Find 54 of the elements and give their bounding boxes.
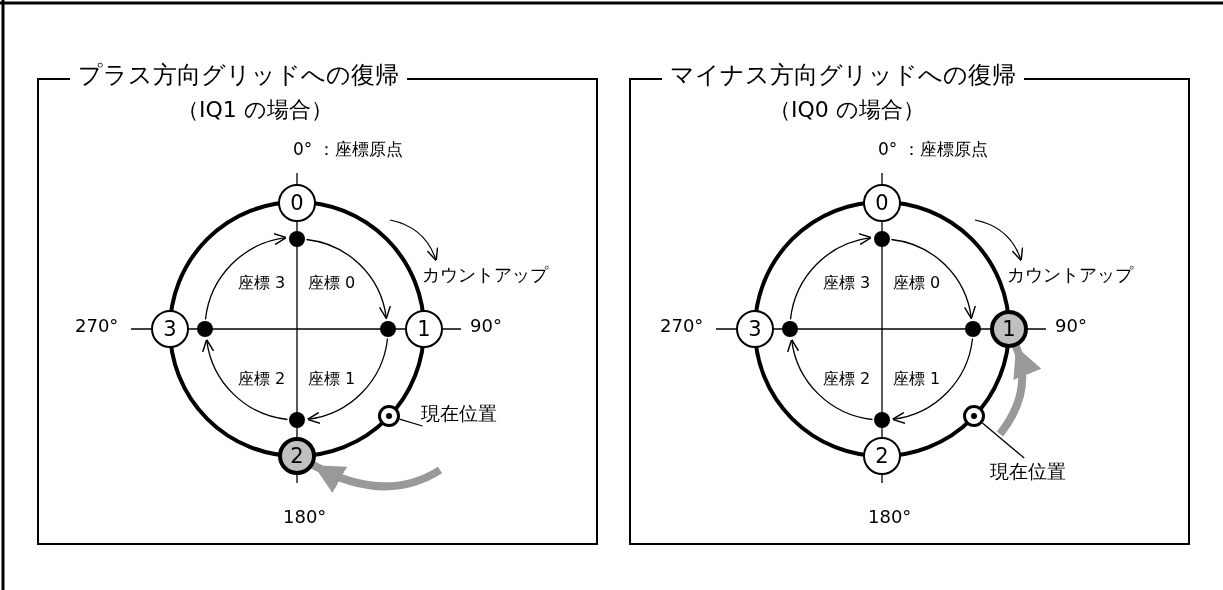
coordinate-label: 座標 2 xyxy=(238,367,286,390)
arrow xyxy=(787,338,874,421)
grid-point-circle: 0 xyxy=(863,184,901,222)
grid-point-circle: 3 xyxy=(736,310,774,348)
dot xyxy=(380,321,396,337)
origin-label: 0° ：座標原点 xyxy=(293,138,403,162)
dot xyxy=(965,321,981,337)
current-position-marker xyxy=(378,405,400,427)
arrow xyxy=(305,238,391,320)
angle-label: 90° xyxy=(470,314,502,339)
dot xyxy=(289,231,305,247)
coordinate-label: 座標 0 xyxy=(893,271,941,294)
panel-subtitle: （IQ1 の場合） xyxy=(177,96,333,124)
angle-label: 90° xyxy=(1055,314,1087,339)
grid-point-circle: 3 xyxy=(151,310,189,348)
dot xyxy=(874,412,890,428)
coordinate-label: 座標 3 xyxy=(238,271,286,294)
position-label: 現在位置 xyxy=(421,400,497,426)
dot xyxy=(874,231,890,247)
direction-label: カウントアップ xyxy=(422,263,548,288)
origin-label: 0° ：座標原点 xyxy=(878,138,988,162)
angle-label: 270° xyxy=(75,314,119,339)
coordinate-label: 座標 1 xyxy=(308,367,356,390)
coordinate-label: 座標 3 xyxy=(823,271,871,294)
dot xyxy=(782,321,798,337)
arrow xyxy=(891,337,974,424)
angle-label: 270° xyxy=(660,314,704,339)
coordinate-label: 座標 0 xyxy=(308,271,356,294)
grid-point-circle: 2 xyxy=(278,437,316,475)
angle-label: 180° xyxy=(283,505,327,530)
dot xyxy=(289,412,305,428)
arrow xyxy=(890,238,976,320)
direction-label: カウントアップ xyxy=(1007,263,1133,288)
arrow xyxy=(204,233,288,321)
leader-line xyxy=(398,418,424,427)
arrow xyxy=(202,338,289,421)
grid-point-circle: 2 xyxy=(863,437,901,475)
grid-point-circle: 1 xyxy=(405,310,443,348)
angle-label: 180° xyxy=(868,505,912,530)
grid-point-circle: 0 xyxy=(278,184,316,222)
current-position-marker xyxy=(963,405,985,427)
arrow xyxy=(789,233,873,321)
panel-title: プラス方向グリッドへの復帰 xyxy=(70,60,407,90)
arrow xyxy=(311,461,442,493)
arrow xyxy=(306,337,389,424)
arrow xyxy=(996,345,1041,437)
coordinate-label: 座標 1 xyxy=(893,367,941,390)
coordinate-label: 座標 2 xyxy=(823,367,871,390)
position-label: 現在位置 xyxy=(990,458,1066,484)
panel-title: マイナス方向グリッドへの復帰 xyxy=(662,60,1024,90)
leader-line xyxy=(981,422,1025,459)
panel-subtitle: （IQ0 の場合） xyxy=(769,96,925,124)
grid-point-circle: 1 xyxy=(990,310,1028,348)
dot xyxy=(197,321,213,337)
